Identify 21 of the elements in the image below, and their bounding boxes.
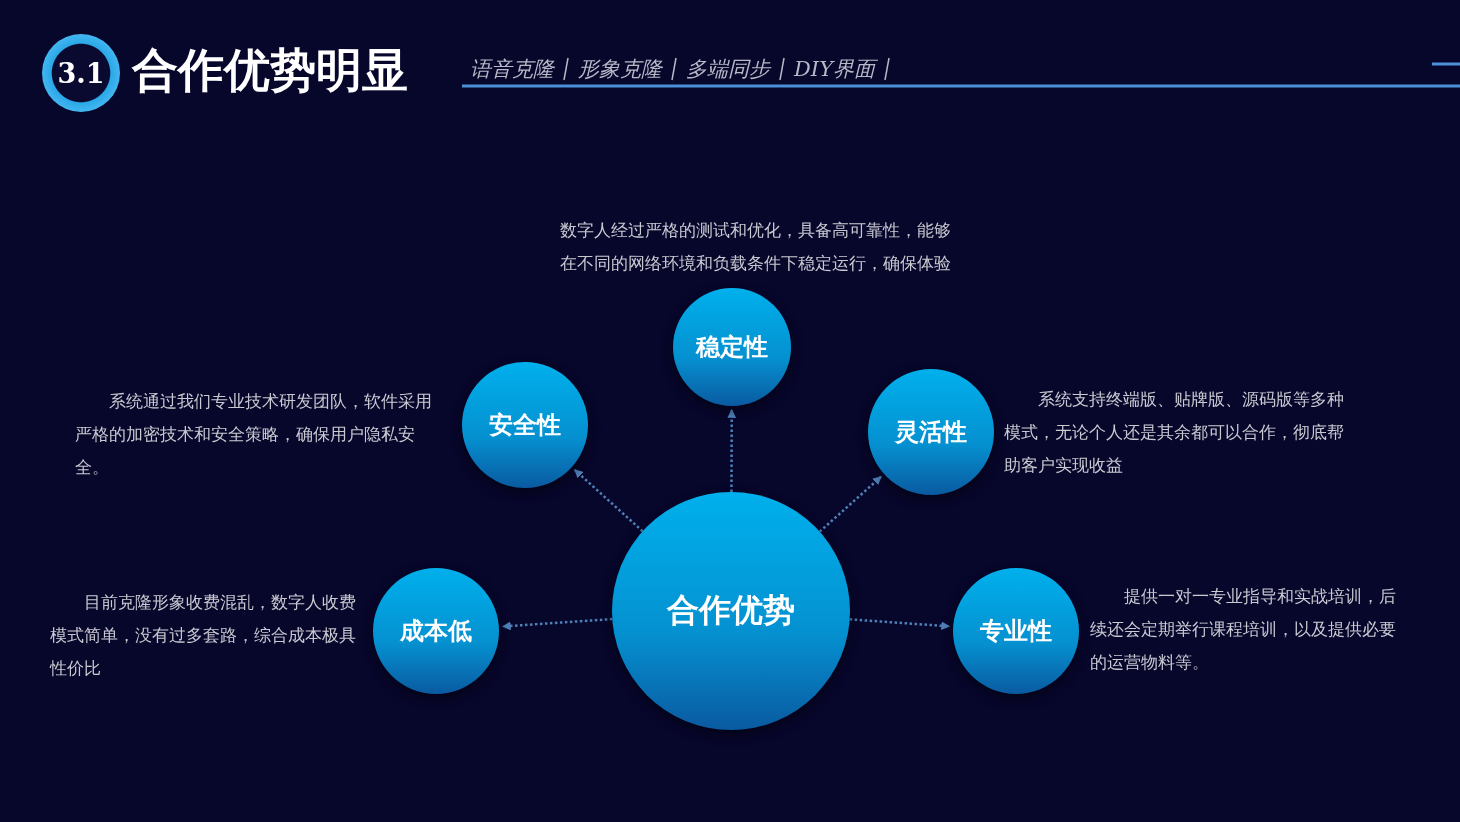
number-badge: 3.1 bbox=[42, 34, 120, 112]
subtitle-text: 形象克隆 bbox=[578, 56, 662, 83]
description-text: 提供一对一专业指导和实战培训，后续还会定期举行课程培训，以及提供必要的运营物料等。 bbox=[1090, 585, 1397, 674]
circle-label: 专业性 bbox=[980, 616, 1052, 647]
dashed-arrow bbox=[573, 468, 644, 533]
circle-label: 合作优势 bbox=[667, 590, 795, 631]
title: 合作优势明显 bbox=[132, 42, 408, 99]
description-text: 系统通过我们专业技术研发团队，软件采用严格的加密技术和安全策略，确保用户隐私安全。 bbox=[75, 390, 433, 479]
dashed-arrow bbox=[501, 617, 613, 631]
subtitle-text: 多端同步 bbox=[686, 56, 770, 83]
description-text: 数字人经过严格的测试和优化，具备高可靠性，能够在不同的网络环境和负载条件下稳定运行，确保体验 bbox=[559, 219, 951, 275]
subtitle-text: 语音克隆 bbox=[470, 56, 554, 83]
dashed-arrow bbox=[818, 475, 882, 533]
dashed-arrow bbox=[849, 618, 951, 631]
circle-label: 稳定性 bbox=[696, 332, 768, 363]
dashed-arrow bbox=[727, 409, 737, 492]
circle-label: 成本低 bbox=[400, 616, 472, 647]
description-text: 目前克隆形象收费混乱，数字人收费模式简单，没有过多套路，综合成本极具性价比 bbox=[50, 591, 356, 680]
circle-label: 安全性 bbox=[489, 410, 561, 441]
circle-label: 灵活性 bbox=[895, 417, 967, 448]
description-text: 系统支持终端版、贴牌版、源码版等多种模式，无论个人还是其余都可以合作，彻底帮助客户实现收益 bbox=[1004, 388, 1345, 477]
